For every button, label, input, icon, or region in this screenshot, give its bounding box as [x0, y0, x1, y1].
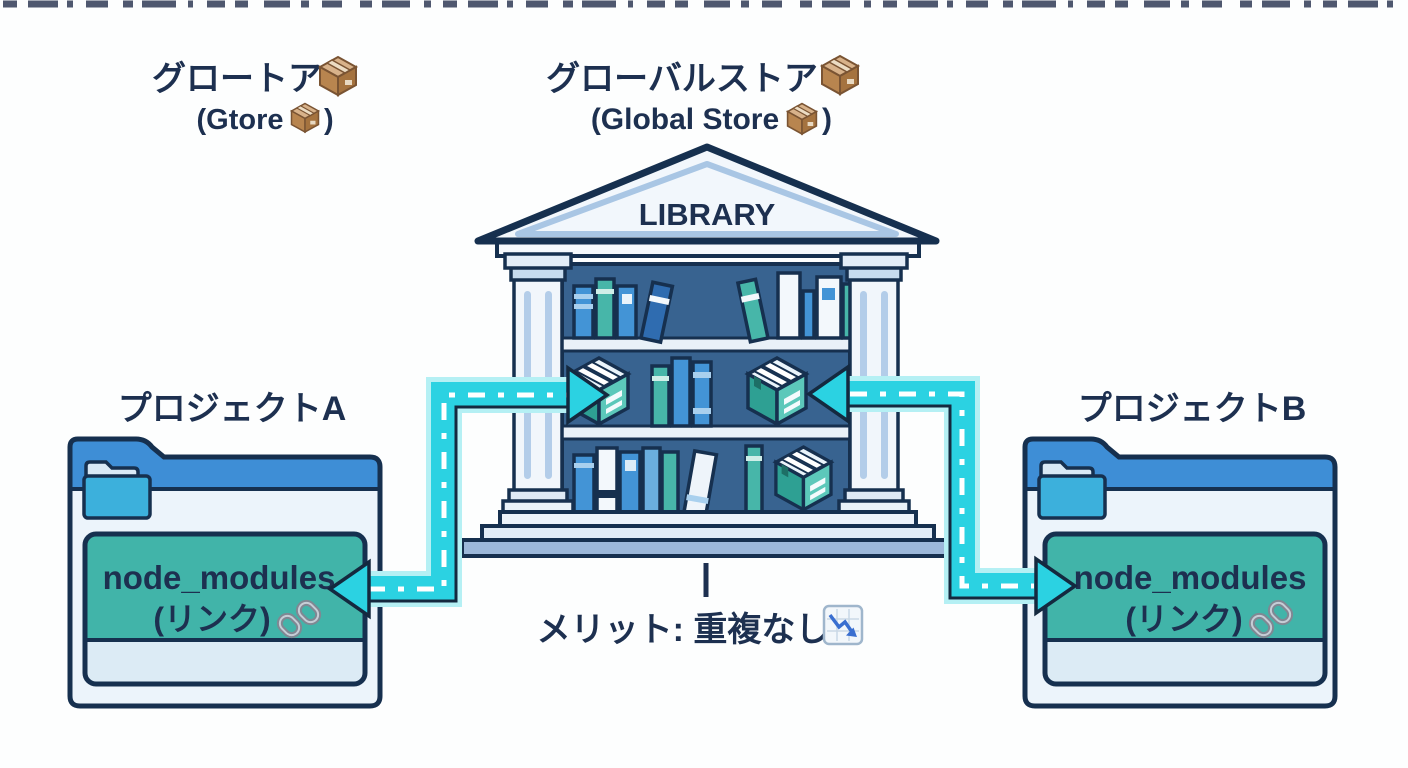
folder-icon: [1037, 460, 1107, 520]
book: [691, 360, 713, 428]
book-label: [822, 288, 835, 300]
book-stripe: [574, 294, 593, 299]
benefit-label: メリット: 重複なし: [537, 611, 830, 649]
folder-icon: [82, 460, 152, 520]
book: [744, 444, 764, 514]
library-sign: LIBRARY: [639, 197, 776, 232]
global-store-line2-close: ): [822, 103, 832, 136]
column-capital: [839, 252, 909, 270]
project-b-folder: node_modules (リンク): [1022, 436, 1338, 709]
shelf-board: [560, 424, 852, 441]
link-arrow-left: [326, 364, 611, 620]
node-modules-b: node_modules (リンク): [1042, 531, 1328, 687]
arrowhead-into-library: [805, 363, 850, 425]
book-stripe: [652, 376, 669, 381]
folder-b-outline: [1022, 436, 1338, 709]
shelf-row-middle: [568, 356, 808, 428]
node-modules-b-label: node_modules: [1074, 559, 1307, 596]
node-modules-b-link-label: (リンク): [1125, 601, 1242, 637]
global-store-title: グローバルストア (Global Store ): [546, 55, 859, 136]
book-label: [625, 460, 636, 471]
book: [670, 356, 692, 428]
project-a-title: プロジェクトA: [118, 390, 347, 428]
project-b-title: プロジェクトB: [1078, 390, 1307, 428]
arrow-accent-line: [360, 405, 570, 603]
book-stripe: [693, 408, 711, 414]
book: [776, 271, 802, 340]
link-arrow-right: [805, 363, 1079, 617]
book: [594, 277, 616, 340]
node-modules-a-link-label: (リンク): [153, 601, 270, 637]
pediment-inner-line: [515, 161, 899, 237]
step: [460, 538, 956, 558]
shelf-row-top: [572, 271, 854, 345]
book-stripe: [596, 289, 614, 294]
left-store-line1: グロートア: [152, 60, 322, 98]
shelf-board: [560, 336, 852, 353]
book-stripe: [574, 463, 594, 468]
book: [815, 275, 843, 340]
left-store-line2-close: ): [324, 104, 334, 136]
global-store-line2: (Global Store: [591, 103, 779, 136]
step: [498, 510, 918, 528]
book: [615, 284, 638, 340]
folder-a-outline: [67, 436, 383, 709]
node-modules-a: node_modules (リンク): [82, 531, 368, 687]
package-box: [774, 445, 833, 512]
book: [595, 446, 619, 514]
benefit-caption: メリット: 重複なし: [537, 563, 864, 649]
project-a-folder: node_modules (リンク): [67, 436, 383, 709]
arrowhead-into-node-modules-a: [326, 558, 371, 620]
leaning-book: [735, 277, 771, 344]
book-stripe: [693, 372, 711, 378]
left-store-title: グロートア (Gtore ): [152, 56, 357, 136]
arrowhead-into-library: [566, 364, 611, 426]
book-stripe: [746, 456, 762, 461]
book: [801, 289, 816, 340]
node-modules-a-label: node_modules: [103, 559, 336, 596]
book: [572, 284, 595, 340]
library-steps: [460, 510, 956, 558]
pediment: [474, 143, 940, 245]
book-stripe: [574, 304, 593, 309]
column-capital: [503, 252, 573, 270]
global-store-line1: グローバルストア: [546, 60, 818, 98]
leaning-book: [638, 280, 675, 345]
chart-decreasing-icon: [822, 604, 864, 646]
arrowhead-into-node-modules-b: [1034, 555, 1079, 617]
book: [660, 450, 680, 514]
book-label: [622, 294, 632, 304]
left-store-line2: (Gtore: [197, 104, 284, 136]
arrow-dashes: [850, 391, 1034, 589]
book: [650, 364, 671, 428]
step: [480, 524, 936, 542]
shelf-row-bottom: [572, 444, 764, 518]
book: [641, 446, 662, 514]
book-stripe: [597, 490, 617, 498]
package-box: [746, 356, 808, 426]
arrow-accent-line: [848, 404, 1038, 600]
